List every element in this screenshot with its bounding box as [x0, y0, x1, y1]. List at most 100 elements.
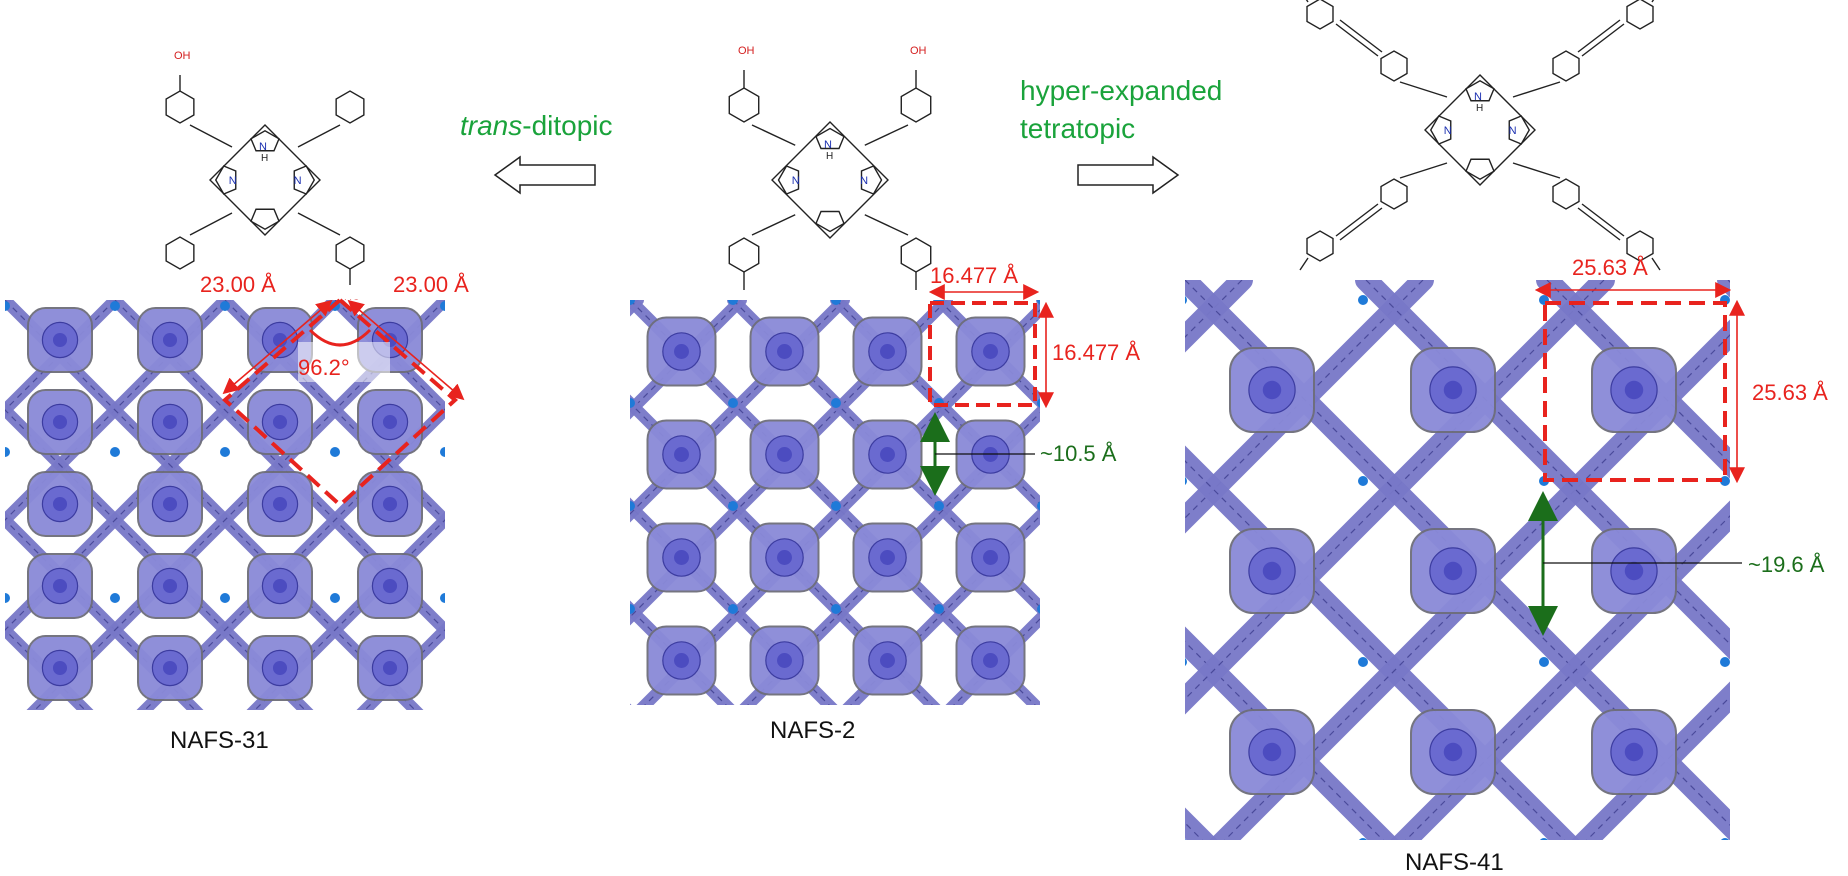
- metal-node: [220, 301, 230, 311]
- linker-core: [5, 300, 226, 521]
- node-core: [372, 732, 407, 767]
- porphyrin-node: [27, 635, 93, 701]
- linker-core: [1185, 641, 1384, 840]
- node-center: [272, 660, 288, 676]
- nafs-31-dim-label-left: 23.00 Å: [200, 272, 276, 297]
- node-center: [162, 660, 178, 676]
- linker: [5, 300, 11, 309]
- pyrrole-ring: [1508, 115, 1531, 145]
- carboxyl-group: OH: [910, 45, 927, 57]
- porphyrin-node: [1229, 528, 1315, 614]
- node-core: [766, 745, 803, 782]
- nafs-41-panel: 25.63 Å 25.63 Å ~19.6 Å NAFS-41: [1185, 255, 1828, 876]
- nafs-2-dim-label-right: 16.477 Å: [1052, 340, 1140, 365]
- metal-node: [440, 301, 445, 311]
- porphyrin-node: [357, 635, 423, 701]
- metal-node: [330, 447, 340, 457]
- porphyrin-node: [749, 625, 820, 696]
- porphyrin-node: [137, 389, 203, 455]
- porphyrin-node: [955, 522, 1026, 593]
- n-atom: N: [229, 175, 237, 187]
- metal-node: [728, 300, 738, 305]
- nafs-41-dim-label-right: 25.63 Å: [1752, 380, 1828, 405]
- pyrrole-ring: [293, 165, 316, 195]
- bond: [864, 124, 909, 146]
- bond: [189, 124, 233, 148]
- metal-node: [831, 707, 841, 717]
- linker: [0, 300, 5, 740]
- trans-ditopic-molecule: NHNNOHHO: [165, 50, 365, 310]
- node-center: [162, 578, 178, 594]
- bond: [1399, 162, 1448, 179]
- porphyrin-node: [955, 625, 1026, 696]
- node-center: [674, 344, 689, 359]
- porphyrin-node: [137, 471, 203, 537]
- carboxyl-group: OH: [174, 50, 191, 62]
- node-core: [869, 745, 906, 782]
- macrocycle: [209, 124, 321, 236]
- metal-node: [831, 604, 841, 614]
- left-arrow-icon: [493, 155, 596, 195]
- node-center: [1443, 742, 1463, 762]
- porphyrin-node: [247, 471, 313, 537]
- bond: [1339, 207, 1383, 241]
- node-center: [777, 550, 792, 565]
- pyrrole-ring: [815, 127, 845, 150]
- porphyrin-node: [854, 730, 922, 798]
- node-center: [1443, 561, 1463, 581]
- metal-node: [1140, 295, 1150, 305]
- nafs-31-dim-line-right: [347, 299, 465, 401]
- benzene-ring: [1626, 0, 1654, 30]
- bond: [1299, 257, 1309, 271]
- node-center: [880, 550, 895, 565]
- benzene-ring: [335, 236, 365, 270]
- nafs-31-angle-label: 96.2°: [298, 355, 350, 380]
- metal-node: [1185, 658, 1187, 666]
- metal-node: [934, 707, 944, 717]
- node-core: [1075, 539, 1112, 576]
- benzene-ring: [1552, 178, 1580, 210]
- benzene-ring: [900, 87, 932, 123]
- metal-node: [1539, 657, 1549, 667]
- linker: [1185, 280, 1434, 534]
- node-body: [1060, 730, 1128, 798]
- metal-node: [630, 604, 635, 614]
- node-center: [983, 344, 998, 359]
- pyrrole-ring: [250, 208, 280, 231]
- node-core: [972, 745, 1009, 782]
- node-center: [52, 332, 68, 348]
- tetratopic-label: tetratopic: [1020, 113, 1135, 144]
- porphyrin-node: [247, 553, 313, 619]
- node-body: [1060, 524, 1128, 592]
- node-core: [1075, 642, 1112, 679]
- bond: [1651, 0, 1655, 3]
- porphyrin-node: [1410, 528, 1496, 614]
- nh-atom: N: [1474, 91, 1482, 103]
- metal-node: [1140, 707, 1150, 717]
- bond: [751, 124, 796, 146]
- node-center: [777, 344, 792, 359]
- node-core: [42, 732, 77, 767]
- pyrrole-ring: [250, 129, 280, 152]
- benzene-ring: [165, 90, 195, 124]
- metal-node: [5, 447, 10, 457]
- linker-core: [1185, 280, 1730, 826]
- linker-core: [1763, 300, 1848, 720]
- porphyrin-node: [27, 553, 93, 619]
- metal-node: [1720, 476, 1730, 486]
- metal-node: [1140, 398, 1150, 408]
- node-center: [162, 414, 178, 430]
- porphyrin-node: [247, 635, 313, 701]
- porphyrin-node: [852, 316, 923, 387]
- benzene-ring: [335, 90, 365, 124]
- bond: [1335, 203, 1379, 237]
- porphyrin-node: [27, 307, 93, 373]
- pyrrole-ring: [1465, 158, 1495, 181]
- porphyrin-node: [749, 419, 820, 490]
- nafs-2-dim-label-top: 16.477 Å: [930, 263, 1018, 288]
- benzene-ring: [1380, 50, 1408, 82]
- node-center: [272, 496, 288, 512]
- linker: [1763, 300, 1848, 720]
- nafs-31-dim-label-right: 23.00 Å: [393, 272, 469, 297]
- benzene-ring: [728, 87, 760, 123]
